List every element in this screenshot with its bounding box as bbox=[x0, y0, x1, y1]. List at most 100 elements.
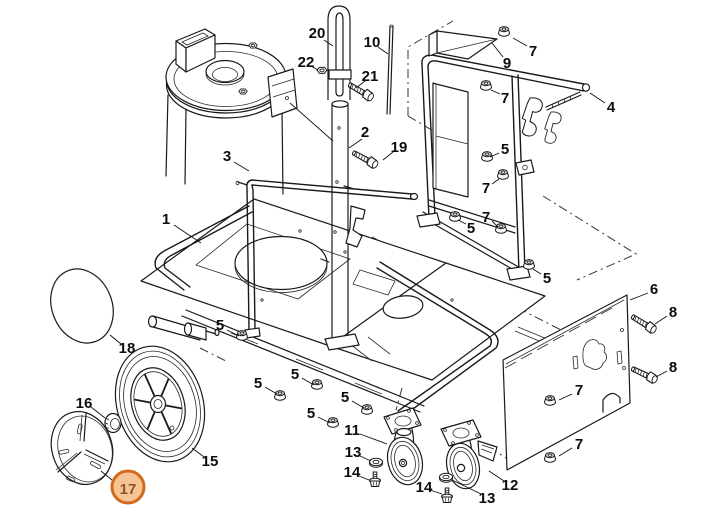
svg-text:4: 4 bbox=[607, 99, 616, 116]
svg-text:15: 15 bbox=[202, 453, 219, 470]
svg-text:12: 12 bbox=[502, 477, 519, 494]
part-post bbox=[320, 100, 366, 351]
part-back-panel bbox=[432, 82, 469, 198]
svg-text:5: 5 bbox=[341, 389, 349, 406]
callout-8[interactable]: 8 bbox=[655, 359, 677, 378]
svg-text:21: 21 bbox=[362, 68, 379, 85]
svg-text:14: 14 bbox=[416, 479, 433, 496]
svg-text:7: 7 bbox=[575, 436, 583, 453]
callout-9[interactable]: 9 bbox=[491, 42, 511, 72]
callout-4[interactable]: 4 bbox=[589, 92, 616, 116]
callout-7[interactable]: 7 bbox=[482, 209, 499, 228]
part-caster-left bbox=[383, 407, 424, 486]
svg-text:6: 6 bbox=[650, 281, 658, 298]
part-caster-right-braked bbox=[440, 419, 498, 490]
part-bolt-14a bbox=[369, 471, 381, 487]
part-hubcap-17 bbox=[50, 411, 114, 485]
part-side-panel bbox=[502, 294, 660, 471]
svg-text:5: 5 bbox=[501, 141, 509, 158]
callout-1[interactable]: 1 bbox=[162, 211, 202, 244]
svg-text:5: 5 bbox=[254, 375, 262, 392]
svg-text:5: 5 bbox=[467, 220, 475, 237]
svg-text:7: 7 bbox=[482, 180, 490, 197]
callout-12[interactable]: 12 bbox=[488, 470, 519, 494]
callout-7[interactable]: 7 bbox=[512, 37, 537, 60]
part-bolt-14b bbox=[441, 487, 453, 503]
callout-13[interactable]: 13 bbox=[451, 479, 496, 507]
callout-5[interactable]: 5 bbox=[489, 141, 509, 158]
callout-19[interactable]: 19 bbox=[382, 139, 408, 161]
part-wheel-15 bbox=[114, 345, 206, 463]
svg-text:10: 10 bbox=[364, 34, 381, 51]
callout-7[interactable]: 7 bbox=[558, 436, 583, 457]
svg-text:5: 5 bbox=[291, 366, 299, 383]
svg-text:14: 14 bbox=[344, 464, 361, 481]
part-rod-10 bbox=[386, 24, 394, 115]
part-bolt-19 bbox=[350, 147, 381, 171]
callout-5[interactable]: 5 bbox=[254, 375, 278, 395]
callout-10[interactable]: 10 bbox=[364, 34, 389, 55]
callout-3[interactable]: 3 bbox=[223, 148, 250, 172]
part-tube-18 bbox=[50, 268, 114, 344]
svg-text:20: 20 bbox=[309, 25, 326, 42]
svg-text:3: 3 bbox=[223, 148, 231, 165]
svg-text:5: 5 bbox=[307, 405, 315, 422]
svg-text:7: 7 bbox=[482, 209, 490, 226]
svg-text:22: 22 bbox=[298, 54, 315, 71]
part-bracket-9 bbox=[428, 30, 498, 60]
svg-text:1: 1 bbox=[162, 211, 170, 228]
callout-6[interactable]: 6 bbox=[629, 281, 658, 301]
callout-16[interactable]: 16 bbox=[76, 395, 106, 419]
svg-text:19: 19 bbox=[391, 139, 408, 156]
part-push-handle bbox=[235, 179, 419, 339]
svg-text:7: 7 bbox=[575, 382, 583, 399]
svg-text:8: 8 bbox=[669, 304, 677, 321]
callout-5[interactable]: 5 bbox=[216, 317, 240, 337]
callout-13[interactable]: 13 bbox=[345, 444, 372, 462]
svg-text:7: 7 bbox=[501, 90, 509, 107]
part-bolt-8a bbox=[628, 311, 659, 336]
svg-text:5: 5 bbox=[216, 317, 224, 334]
callout-18[interactable]: 18 bbox=[109, 334, 136, 357]
svg-text:2: 2 bbox=[361, 124, 369, 141]
callout-7[interactable]: 7 bbox=[482, 178, 500, 197]
svg-text:13: 13 bbox=[479, 490, 496, 507]
svg-text:18: 18 bbox=[119, 340, 136, 357]
callout-15[interactable]: 15 bbox=[191, 447, 219, 470]
part-washer-13b bbox=[439, 472, 453, 483]
svg-text:13: 13 bbox=[345, 444, 362, 461]
svg-text:9: 9 bbox=[503, 55, 511, 72]
callout-21[interactable]: 21 bbox=[355, 68, 379, 89]
callout-5[interactable]: 5 bbox=[457, 219, 475, 237]
callout-7[interactable]: 7 bbox=[558, 382, 583, 401]
callout-5[interactable]: 5 bbox=[341, 389, 365, 409]
svg-text:5: 5 bbox=[543, 270, 551, 287]
callout-14[interactable]: 14 bbox=[416, 479, 443, 496]
part-bearing-16 bbox=[104, 412, 122, 434]
callout-5[interactable]: 5 bbox=[291, 366, 315, 386]
callout-2[interactable]: 2 bbox=[348, 124, 369, 149]
part-blower-housing bbox=[165, 28, 334, 195]
part-lift-handle bbox=[316, 5, 352, 100]
svg-text:7: 7 bbox=[529, 43, 537, 60]
callout-5[interactable]: 5 bbox=[532, 268, 551, 287]
callout-5[interactable]: 5 bbox=[307, 405, 331, 424]
part-frame-deck bbox=[140, 198, 570, 418]
highlight-circle bbox=[110, 469, 146, 505]
part-bolt-8b bbox=[629, 363, 660, 386]
svg-text:11: 11 bbox=[344, 422, 360, 439]
callout-11[interactable]: 11 bbox=[344, 422, 388, 445]
callout-8[interactable]: 8 bbox=[654, 304, 677, 325]
svg-text:8: 8 bbox=[669, 359, 677, 376]
callout-7[interactable]: 7 bbox=[490, 89, 509, 107]
callout-14[interactable]: 14 bbox=[344, 464, 370, 481]
callout-20[interactable]: 20 bbox=[309, 25, 334, 47]
part-washer-13a bbox=[369, 457, 383, 468]
callout-22[interactable]: 22 bbox=[298, 54, 319, 71]
callout-17[interactable]: 17 bbox=[100, 469, 146, 505]
post-clamp-hook bbox=[345, 205, 366, 248]
callout-layer: 1234555555556777777889101112131314141516… bbox=[76, 25, 678, 507]
svg-text:16: 16 bbox=[76, 395, 93, 412]
